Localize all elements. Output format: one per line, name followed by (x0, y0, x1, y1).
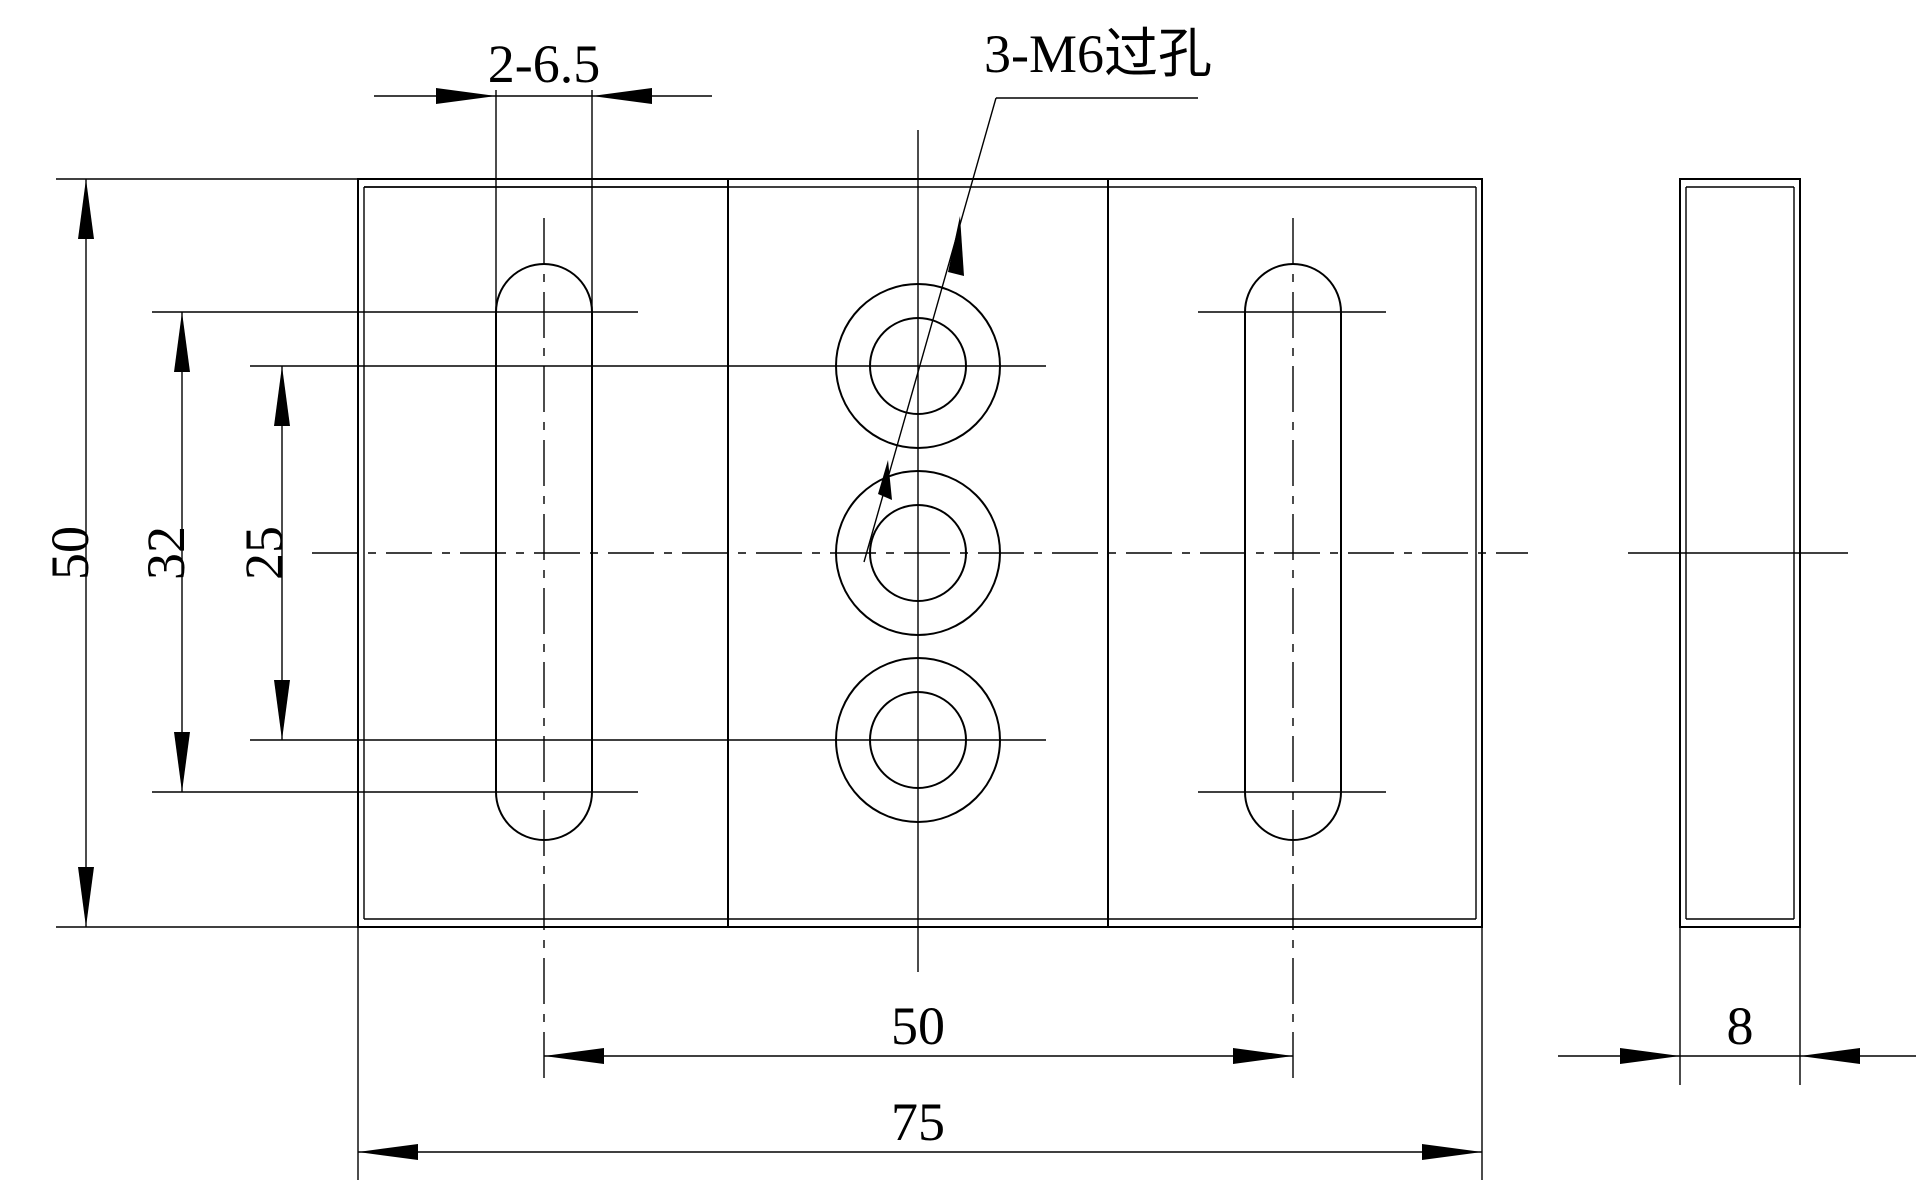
dim-hole-pitch: 25 (234, 365, 834, 741)
dim-thickness: 8 (1558, 927, 1916, 1085)
label-slot-spacing: 50 (891, 996, 945, 1056)
label-thickness: 8 (1727, 996, 1754, 1056)
label-hole-callout: 3-M6过孔 (984, 24, 1212, 84)
side-view (1628, 178, 1848, 928)
dim-height-overall: 50 (40, 178, 358, 928)
label-slot-width: 2-6.5 (488, 34, 600, 94)
label-height-overall: 50 (40, 526, 100, 580)
front-view (312, 130, 1528, 1085)
dim-slot-width: 2-6.5 (374, 34, 712, 312)
label-slot-length: 32 (136, 526, 196, 580)
dim-width-overall: 75 (357, 927, 1483, 1180)
label-hole-pitch: 25 (234, 526, 294, 580)
dim-slot-spacing: 50 (544, 996, 1293, 1064)
label-width-overall: 75 (891, 1092, 945, 1152)
dim-slot-length: 32 (136, 311, 638, 793)
dimensions: 2-6.5 3-M6过孔 50 32 (40, 24, 1916, 1180)
leader-hole-callout: 3-M6过孔 (863, 24, 1212, 563)
